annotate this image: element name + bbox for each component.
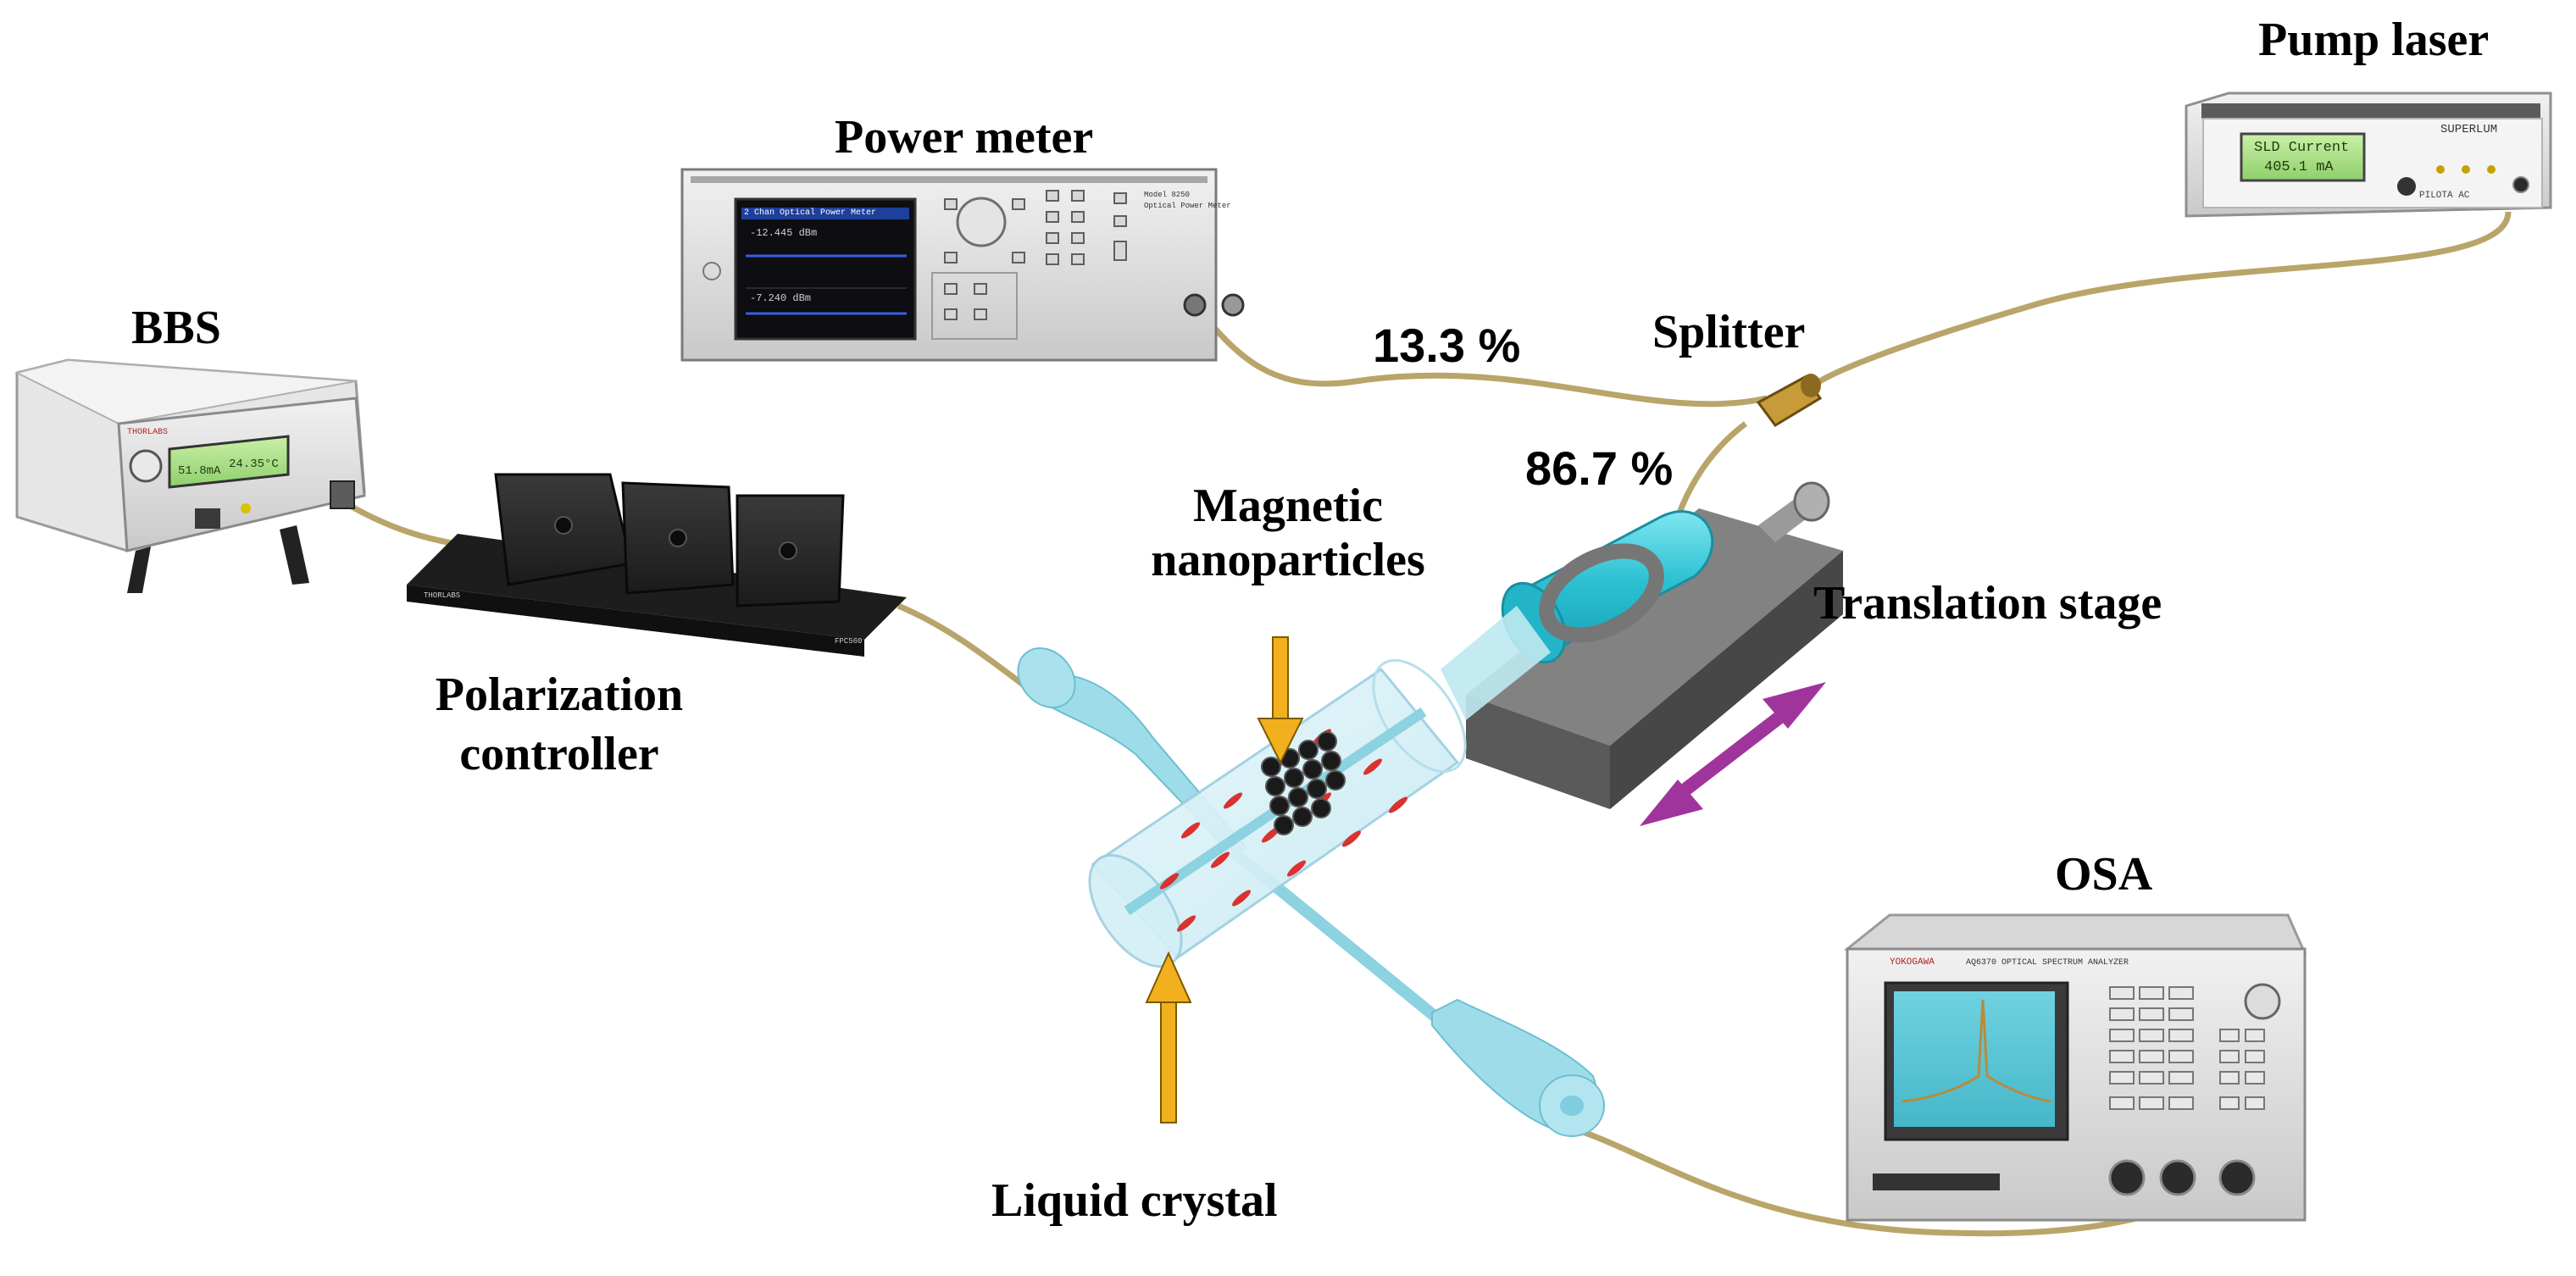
power-meter-device — [680, 168, 1245, 362]
osa-knob — [2244, 983, 2281, 1020]
label-ratio-13-3: 13.3 % — [1373, 319, 1521, 372]
fiber-splitter-to-holder — [1674, 421, 1748, 519]
label-polarization-line1: Polarization — [435, 669, 684, 721]
translation-arrow — [1640, 682, 1826, 826]
osa-device — [1843, 913, 2307, 1222]
paddle-3 — [736, 494, 845, 607]
splitter-coupler — [1756, 374, 1823, 427]
power-meter-knob — [956, 197, 1007, 247]
bbs-display — [168, 435, 290, 489]
arrow-up-liquid-crystal — [1145, 951, 1192, 1123]
label-pump-laser: Pump laser — [2258, 14, 2490, 66]
osa-title: AQ6370 OPTICAL SPECTRUM ANALYZER — [1966, 958, 2129, 968]
power-meter-port-b — [1221, 293, 1245, 317]
label-splitter: Splitter — [1652, 306, 1806, 358]
pump-laser-display — [2240, 132, 2366, 182]
translation-stage-device — [1466, 481, 1843, 809]
pump-laser-device — [2185, 92, 2552, 218]
label-osa: OSA — [2055, 848, 2153, 901]
bbs-reading-1: 51.8mA — [178, 464, 221, 478]
fiber-controller-to-sensor — [897, 602, 1028, 689]
label-ratio-86-7: 86.7 % — [1525, 441, 1674, 495]
osa-spectrum — [1901, 999, 2051, 1103]
pump-brand: SUPERLUM — [2440, 123, 2498, 136]
label-magnetic-nanoparticles: Magnetic nanoparticles — [1102, 479, 1474, 587]
bbs-device — [14, 358, 366, 593]
label-polarization-line2: controller — [459, 728, 659, 780]
pump-screen-line2: 405.1 mA — [2264, 159, 2334, 175]
pump-model: PILOTA AC — [2419, 191, 2470, 201]
power-meter-screen-title: 2 Chan Optical Power Meter — [744, 208, 877, 218]
fiber-pump-to-splitter — [1811, 211, 2512, 388]
bbs-brand: THORLABS — [127, 428, 169, 437]
paddle-2 — [621, 481, 735, 595]
fiber-holder — [1441, 510, 1714, 720]
label-power-meter: Power meter — [835, 111, 1094, 164]
bbs-output-port — [330, 480, 355, 509]
fiber-splitter-to-power-meter — [1192, 302, 1768, 408]
arrow-down-nanoparticles — [1257, 636, 1304, 765]
paddle-1 — [494, 473, 633, 586]
power-meter-model-line2: Optical Power Meter — [1144, 202, 1231, 210]
taper-right — [1431, 998, 1605, 1137]
power-meter-model-line1: Model 8250 — [1144, 191, 1191, 199]
label-magnetic-line1: Magnetic — [1193, 480, 1383, 532]
label-bbs: BBS — [131, 302, 221, 354]
polarization-controller-device — [407, 473, 907, 657]
osa-screen — [1894, 991, 2055, 1127]
magnetic-nanoparticles-cluster — [1261, 731, 1346, 835]
label-magnetic-line2: nanoparticles — [1151, 534, 1425, 586]
power-meter-screen — [734, 197, 917, 341]
polarization-model: FPC560 — [835, 637, 863, 646]
power-meter-reading-2: -7.240 dBm — [750, 292, 812, 304]
label-liquid-crystal: Liquid crystal — [991, 1174, 1278, 1227]
label-polarization-controller: Polarization controller — [386, 665, 733, 784]
osa-input-port — [2218, 1159, 2256, 1196]
power-meter-port-a — [1183, 293, 1207, 317]
osa-brand: YOKOGAWA — [1890, 957, 1935, 968]
polarization-brand: THORLABS — [424, 591, 461, 600]
bbs-reading-2: 24.35°C — [229, 458, 279, 471]
label-translation-stage: Translation stage — [1813, 577, 2162, 630]
holder-ring — [1539, 543, 1664, 643]
pump-screen-line1: SLD Current — [2254, 140, 2350, 156]
power-meter-reading-1: -12.445 dBm — [750, 227, 818, 239]
